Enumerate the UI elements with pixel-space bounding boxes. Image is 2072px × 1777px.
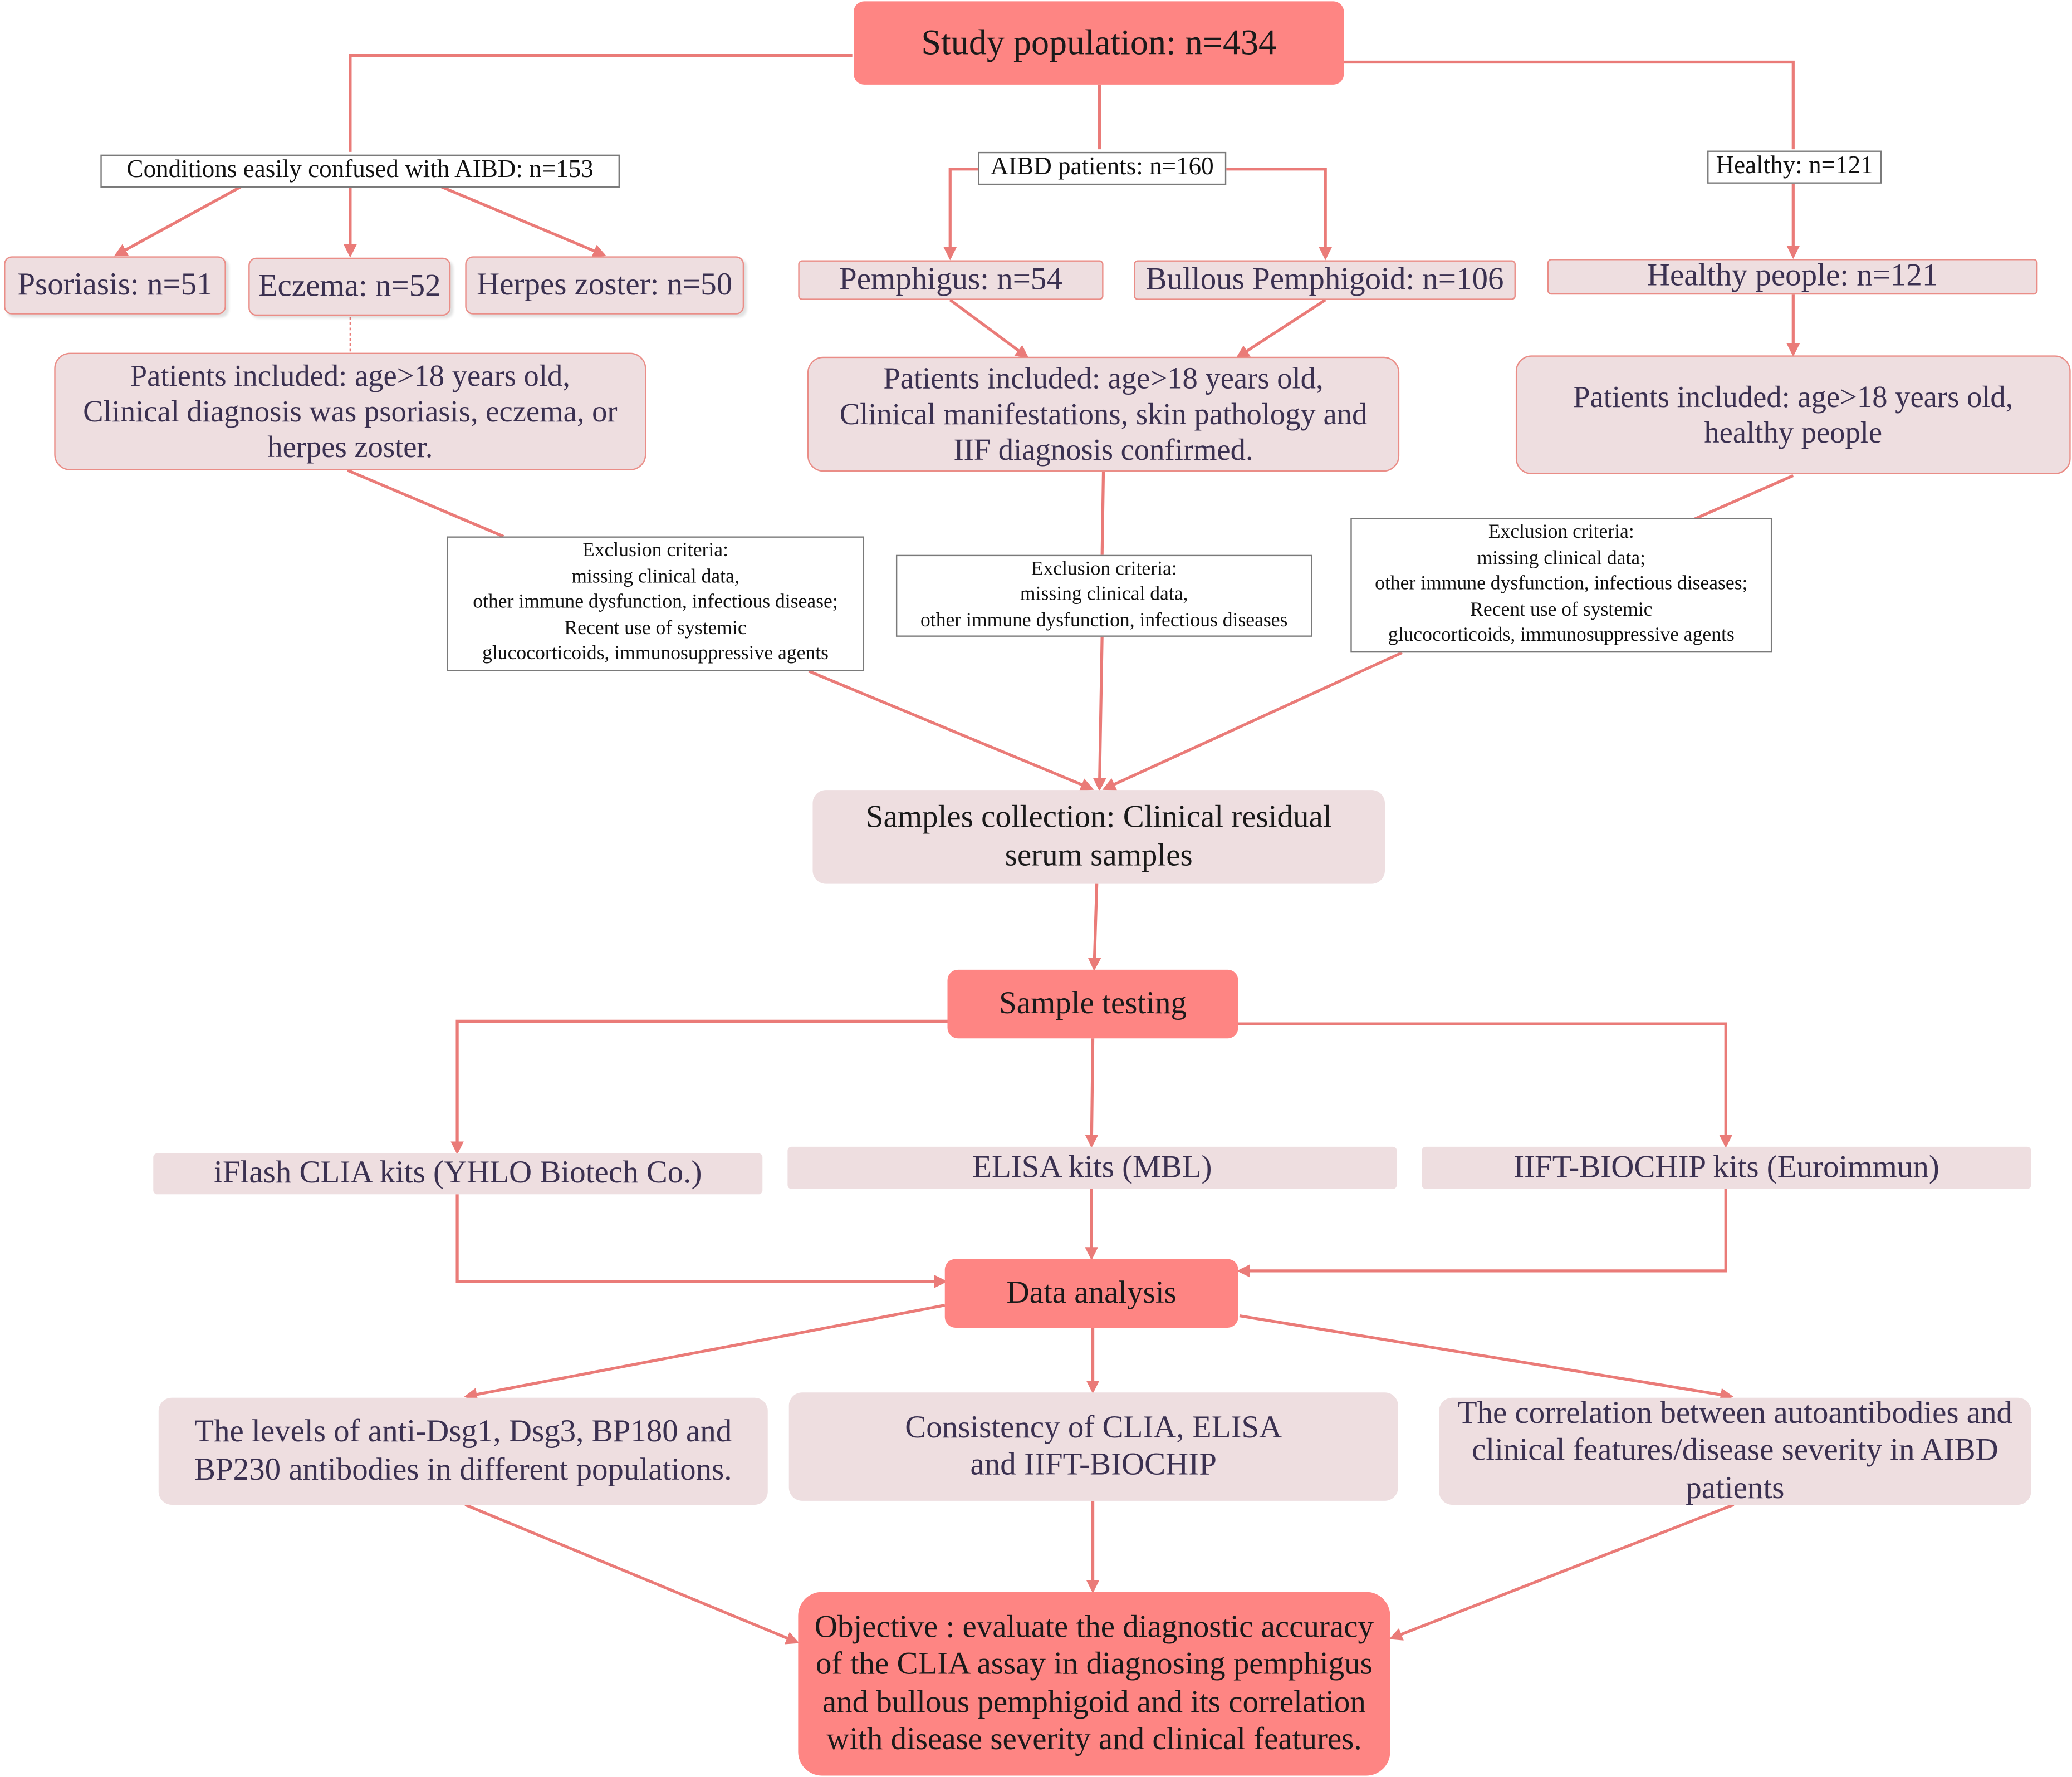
connector-bp-inclusion <box>1236 298 1326 359</box>
connector-inclusion-exclusion-left <box>347 469 504 538</box>
connector-testing-iift <box>1238 1022 1733 1148</box>
connector-to-pemphigus <box>943 168 978 261</box>
connector-exclusion-mid-samples <box>1093 636 1106 792</box>
connector-testing-clia <box>450 1019 948 1155</box>
data-analysis-box: Data analysis <box>944 1259 1238 1328</box>
consistency-box: Consistency of CLIA, ELISA and IIFT-BIOC… <box>788 1392 1398 1501</box>
antibody-levels-box: The levels of anti-Dsg1, Dsg3, BP180 and… <box>158 1397 768 1505</box>
objective-box: Objective : evaluate the diagnostic accu… <box>798 1592 1390 1776</box>
connector-to-herpes <box>439 185 606 257</box>
study-population-box: Study population: n=434 <box>854 1 1344 85</box>
aibd-group-header: AIBD patients: n=160 <box>978 151 1227 185</box>
correlation-box: The correlation between autoantibodies a… <box>1439 1396 2031 1506</box>
confusable-inclusion-box: Patients included: age>18 years old, Cli… <box>54 352 646 470</box>
connector-testing-elisa <box>1085 1038 1099 1148</box>
healthy-people-box: Healthy people: n=121 <box>1547 259 2038 295</box>
connector-iift-analysis <box>1237 1189 1727 1278</box>
eczema-box: Eczema: n=52 <box>248 257 451 316</box>
connector-to-bp <box>1226 168 1333 261</box>
connector-to-psoriasis <box>114 185 243 257</box>
healthy-exclusion-box: Exclusion criteria: missing clinical dat… <box>1350 518 1772 653</box>
sample-testing-box: Sample testing <box>947 969 1238 1039</box>
connector-exclusion-left-samples <box>808 670 1094 791</box>
connector-pemphigus-inclusion <box>949 298 1029 359</box>
pemphigus-box: Pemphigus: n=54 <box>798 260 1104 300</box>
aibd-exclusion-box: Exclusion criteria: missing clinical dat… <box>895 554 1312 637</box>
herpes-zoster-box: Herpes zoster: n=50 <box>465 256 744 315</box>
samples-collection-box: Samples collection: Clinical residual se… <box>812 790 1385 884</box>
bullous-pemphigoid-box: Bullous Pemphigoid: n=106 <box>1134 260 1516 300</box>
elisa-kits-box: ELISA kits (MBL) <box>787 1146 1397 1189</box>
connector-levels-objective <box>464 1503 800 1645</box>
connector-exclusion-right-samples <box>1102 651 1403 791</box>
connector-inclusion-exclusion-mid <box>1100 472 1105 555</box>
connector-analysis-correlation <box>1239 1314 1734 1402</box>
confusable-exclusion-box: Exclusion criteria: missing clinical dat… <box>447 536 865 671</box>
connector-clia-analysis <box>455 1194 948 1288</box>
connector-correlation-objective <box>1389 1503 1735 1641</box>
healthy-inclusion-box: Patients included: age>18 years old, hea… <box>1515 355 2071 474</box>
connector-samples-testing <box>1088 883 1101 971</box>
clia-kits-box: iFlash CLIA kits (YHLO Biotech Co.) <box>153 1153 763 1195</box>
connector-analysis-levels <box>464 1304 946 1401</box>
iift-biochip-kits-box: IIFT-BIOCHIP kits (Euroimmun) <box>1422 1146 2031 1189</box>
aibd-inclusion-box: Patients included: age>18 years old, Cli… <box>807 356 1400 472</box>
confusable-group-header: Conditions easily confused with AIBD: n=… <box>100 154 620 188</box>
healthy-group-header: Healthy: n=121 <box>1707 150 1882 184</box>
connector-to-healthy <box>1344 60 1795 150</box>
psoriasis-box: Psoriasis: n=51 <box>4 256 226 315</box>
connector-to-confusable <box>349 54 853 152</box>
connector-inclusion-exclusion-right <box>1693 474 1794 521</box>
